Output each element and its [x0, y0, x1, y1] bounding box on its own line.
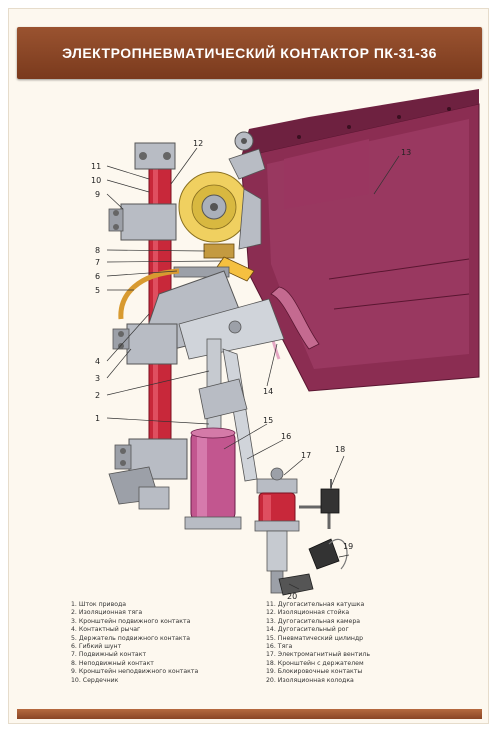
legend-item: 12. Изоляционная стойка — [266, 609, 350, 617]
legend-item: 1. Шток привода — [71, 601, 127, 608]
callout-12: 12 — [193, 139, 203, 148]
callout-9: 9 — [95, 190, 100, 199]
top-terminal — [134, 142, 176, 170]
legend-item: 20. Изоляционная колодка — [266, 676, 354, 684]
callout-1: 1 — [95, 414, 100, 423]
callout-6: 6 — [95, 272, 100, 281]
legend-item: 10. Сердечник — [71, 676, 119, 684]
poster-background: ЭЛЕКТРОПНЕВМАТИЧЕСКИЙ КОНТАКТОР ПК-31-36 — [8, 8, 489, 724]
callout-11: 11 — [91, 162, 101, 171]
legend-right: 11. Дугогасительная катушка 12. Изоляцио… — [266, 601, 466, 685]
legend-left: 1. Шток привода 2. Изоляционная тяга 3. … — [71, 601, 251, 685]
legend-item: 11. Дугогасительная катушка — [266, 601, 365, 608]
legend-item: 14. Дугогасительный рог — [266, 626, 349, 634]
legend-item: 4. Контактный рычаг — [71, 626, 141, 634]
contact-lever — [112, 270, 285, 365]
chamber-hinge — [228, 131, 266, 180]
callout-5: 5 — [95, 286, 100, 295]
electromagnetic-valve — [254, 467, 300, 594]
callout-18: 18 — [335, 445, 345, 454]
blowout-coil — [178, 171, 262, 250]
callout-14: 14 — [263, 387, 273, 396]
legend-item: 17. Электромагнитный вентиль — [266, 651, 370, 659]
callout-8: 8 — [95, 246, 100, 255]
poster-title: ЭЛЕКТРОПНЕВМАТИЧЕСКИЙ КОНТАКТОР ПК-31-36 — [62, 45, 437, 61]
callout-3: 3 — [95, 374, 100, 383]
flexible-shunt — [118, 268, 180, 320]
legend-item: 16. Тяга — [266, 643, 293, 651]
legend-item: 19. Блокировочные контакты — [266, 668, 363, 676]
callout-20: 20 — [287, 592, 297, 601]
legend-item: 2. Изоляционная тяга — [71, 609, 143, 617]
contactor-diagram: 11 10 9 8 7 6 5 4 3 2 1 12 13 14 15 16 1… — [91, 89, 480, 601]
callout-13: 13 — [401, 148, 411, 157]
callout-19: 19 — [343, 542, 353, 551]
callout-numbers: 11 10 9 8 7 6 5 4 3 2 1 12 13 14 15 16 1… — [91, 139, 411, 601]
callout-16: 16 — [281, 432, 291, 441]
callout-15: 15 — [263, 416, 273, 425]
leader-lines — [106, 147, 400, 590]
title-bar: ЭЛЕКТРОПНЕВМАТИЧЕСКИЙ КОНТАКТОР ПК-31-36 — [17, 27, 482, 79]
legend-item: 8. Неподвижный контакт — [71, 659, 154, 667]
insulating-block — [278, 573, 314, 596]
bottom-bar — [17, 709, 482, 719]
callout-10: 10 — [91, 176, 101, 185]
interlock-assembly — [299, 479, 348, 570]
legend-item: 5. Держатель подвижного контакта — [71, 634, 191, 642]
legend-item: 6. Гибкий шунт — [71, 643, 122, 651]
callout-2: 2 — [95, 391, 100, 400]
callout-4: 4 — [95, 357, 100, 366]
lower-bracket — [108, 438, 188, 510]
pneumatic-cylinder — [184, 427, 242, 530]
legend-item: 13. Дугогасительная камера — [266, 617, 361, 625]
legend-item: 18. Кронштейн с держателем — [266, 659, 364, 667]
callout-17: 17 — [301, 451, 311, 460]
callout-7: 7 — [95, 258, 100, 267]
legend-item: 7. Подвижный контакт — [71, 651, 147, 659]
legend-item: 3. Кронштейн подвижного контакта — [71, 617, 191, 625]
contacts — [173, 243, 255, 282]
fixed-contact-bracket — [108, 203, 177, 241]
legend-item: 15. Пневматический цилиндр — [266, 634, 364, 642]
legend-item: 9. Кронштейн неподвижного контакта — [71, 668, 199, 676]
